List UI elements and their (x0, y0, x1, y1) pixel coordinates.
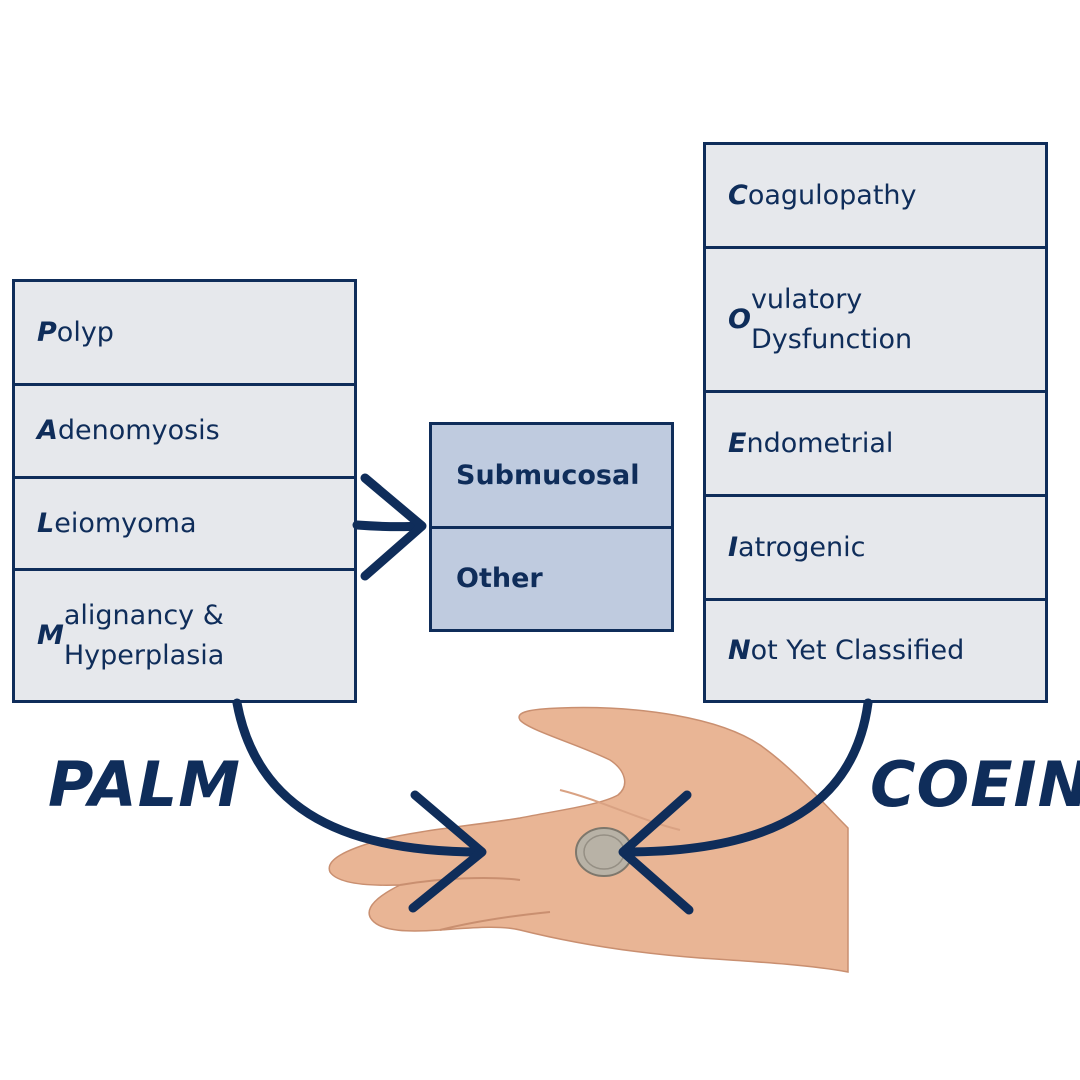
palm-item-text: olyp (56, 316, 114, 348)
palm-item-initial: A (37, 415, 58, 446)
coein-item-initial: E (728, 427, 747, 459)
coein-item-text: ndometrial (746, 427, 894, 459)
palm-item-text: denomyosis (57, 415, 220, 446)
coein-label: COEIN (870, 748, 1080, 821)
coein-item-initial: C (728, 179, 748, 211)
coein-item-initial: N (728, 634, 751, 666)
coein-item-initial: I (728, 531, 739, 563)
palm-item-initial: P (37, 316, 57, 348)
coein-item-text: oagulopathy (747, 179, 917, 211)
subtype-other: Other (456, 563, 543, 594)
coein-item-text: atrogenic (738, 531, 866, 563)
leiomyoma-subtype-table: Submucosal Other (429, 422, 674, 632)
palm-item-initial: M (37, 619, 64, 651)
hand-image (328, 706, 849, 973)
palm-item-text: eiomyoma (54, 507, 197, 539)
subtype-submucosal: Submucosal (432, 425, 671, 529)
leiomyoma-arrow (352, 473, 427, 581)
palm-arrow (232, 698, 487, 913)
palm-label: PALM (48, 748, 241, 821)
palm-item-text: alignancy & Hyperplasia (63, 599, 225, 671)
coein-item-text: ot Yet Classified (750, 634, 965, 666)
coein-item-text: vulatory Dysfunction (750, 283, 913, 355)
coein-item-initial: O (728, 303, 751, 335)
coein-arrow (618, 698, 873, 915)
palm-item-initial: L (37, 507, 55, 539)
